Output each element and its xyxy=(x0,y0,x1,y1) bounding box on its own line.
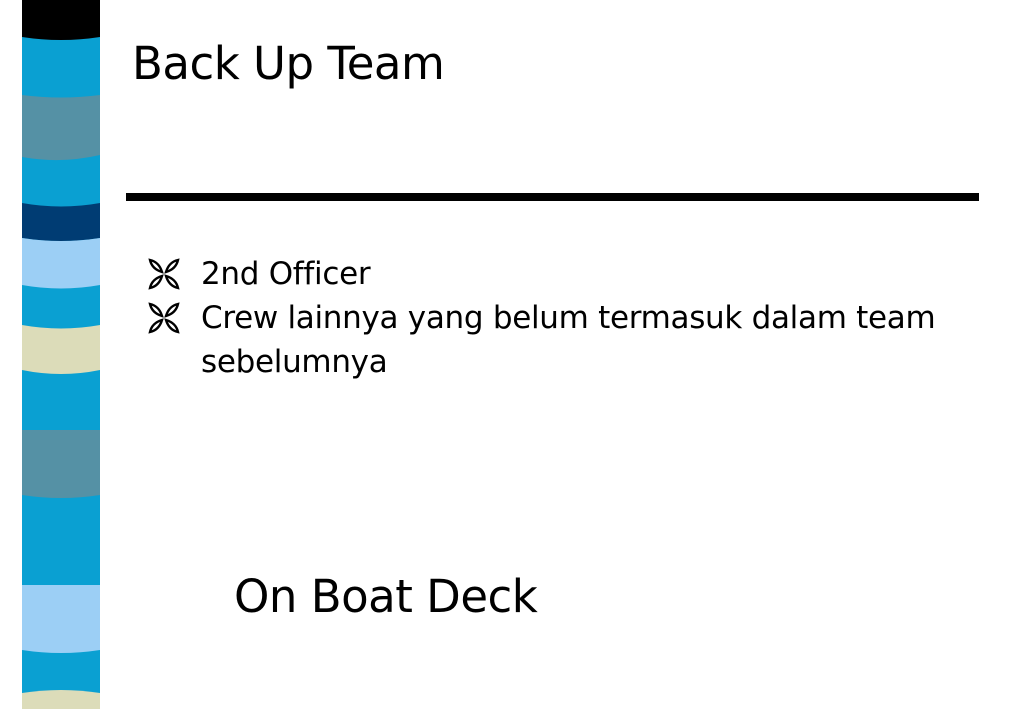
slide-title: Back Up Team xyxy=(132,37,445,90)
ornament-bullet-icon xyxy=(146,252,186,296)
location-caption: On Boat Deck xyxy=(234,570,538,623)
title-divider xyxy=(126,193,979,201)
bullet-item: 2nd Officer xyxy=(146,252,976,296)
bullet-text: Crew lainnya yang belum termasuk dalam t… xyxy=(201,300,936,380)
bullet-list: 2nd Officer Crew lainnya yang belum term… xyxy=(146,252,976,384)
bullet-text: 2nd Officer xyxy=(201,256,371,292)
bullet-item: Crew lainnya yang belum termasuk dalam t… xyxy=(146,296,976,384)
decorative-wave-stripe xyxy=(22,0,100,709)
ornament-bullet-icon xyxy=(146,296,186,340)
